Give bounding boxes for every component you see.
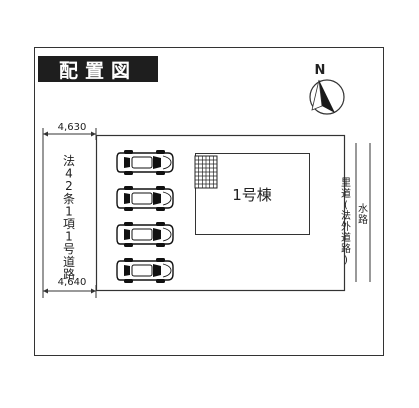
waterway-label: 水路 [358, 203, 368, 226]
waterway-text: 水路 [358, 203, 368, 226]
dimension-bottom: 4,640 [42, 277, 97, 298]
title-box [38, 56, 158, 82]
building-outline [195, 153, 310, 235]
car-icon [116, 150, 174, 175]
top-width-label: 4,630 [58, 122, 87, 133]
building-label: 1号棟 [232, 186, 272, 204]
car-icon [116, 186, 174, 211]
stair-grid [194, 155, 218, 189]
north-arrow-icon: N [309, 63, 345, 115]
bottom-width-label: 4,640 [58, 277, 87, 288]
plan-title: 配置図 [59, 60, 137, 82]
right-road-label: 里道(法外道路) [341, 177, 351, 266]
car-icon [116, 222, 174, 247]
dimension-top: 4,630 [42, 122, 97, 140]
parking-area [116, 150, 174, 283]
outer-frame [34, 47, 384, 356]
car-icon [116, 258, 174, 283]
north-label: N [315, 63, 326, 78]
right-road-text: 里道(法外道路) [341, 177, 351, 266]
property-lot [95, 134, 346, 292]
